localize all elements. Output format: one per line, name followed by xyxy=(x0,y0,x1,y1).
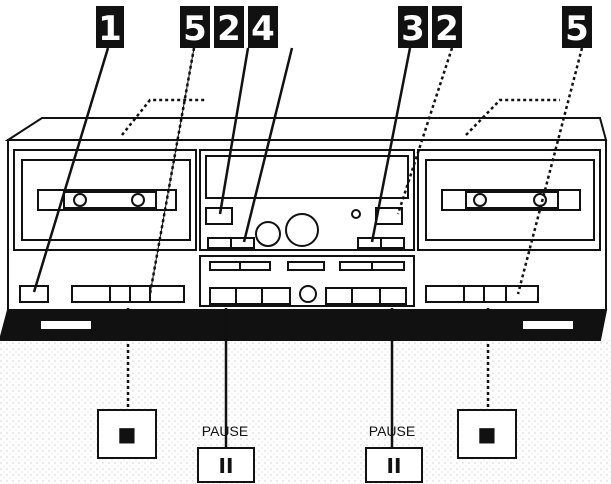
callout-5-left: 5 xyxy=(180,6,210,49)
deck-base xyxy=(0,309,608,341)
compartment-brackets xyxy=(121,98,560,136)
callout-5-left-label: 5 xyxy=(183,9,207,49)
stop-button-left: ■ xyxy=(97,409,157,459)
pause-button-left: PAUSE II xyxy=(197,423,255,483)
callout-2-right-label: 2 xyxy=(435,9,459,49)
stop-left-icon: ■ xyxy=(118,422,137,446)
center-panel xyxy=(199,149,415,307)
indicator-light xyxy=(351,209,361,219)
callout-3: 3 xyxy=(398,6,428,49)
callout-5-right-label: 5 xyxy=(565,9,589,49)
right-foot xyxy=(521,319,575,331)
center-right-transport-keys xyxy=(325,287,407,305)
callout-leaders xyxy=(32,47,584,450)
deck-body xyxy=(0,117,608,341)
callout-2-left: 2 xyxy=(214,6,244,49)
callout-5-right: 5 xyxy=(562,6,592,49)
callout-1: 1 xyxy=(96,6,124,49)
center-left-transport-keys xyxy=(209,287,291,305)
left-cassette-door xyxy=(13,149,197,251)
pause-left-label: PAUSE xyxy=(202,423,248,439)
pause-button-right: PAUSE II xyxy=(365,423,423,483)
pause-right-label: PAUSE xyxy=(369,423,415,439)
callout-2-right: 2 xyxy=(432,6,462,49)
stop-right-icon: ■ xyxy=(478,422,497,446)
deck-front xyxy=(7,139,607,311)
center-control-strip xyxy=(199,255,415,307)
power-button xyxy=(19,285,49,303)
stop-button-right: ■ xyxy=(457,409,517,459)
main-knob xyxy=(285,213,319,247)
center-left-switch xyxy=(205,207,233,225)
floor-shading xyxy=(0,340,611,484)
left-knob xyxy=(255,221,281,247)
left-deck-keys xyxy=(71,285,185,303)
pause-right-icon: II xyxy=(387,454,402,478)
lower-button-row xyxy=(19,285,539,303)
display-window xyxy=(205,155,409,199)
callout-2-left-label: 2 xyxy=(217,9,241,49)
pause-left-icon: II xyxy=(219,454,234,478)
left-foot xyxy=(39,319,93,331)
callout-4: 4 xyxy=(248,6,278,49)
callout-3-label: 3 xyxy=(401,9,425,49)
right-deck-keys xyxy=(425,285,539,303)
center-small-knob xyxy=(299,285,317,303)
callout-4-label: 4 xyxy=(251,9,275,49)
callout-1-label: 1 xyxy=(98,9,122,49)
deck-top xyxy=(4,117,608,141)
